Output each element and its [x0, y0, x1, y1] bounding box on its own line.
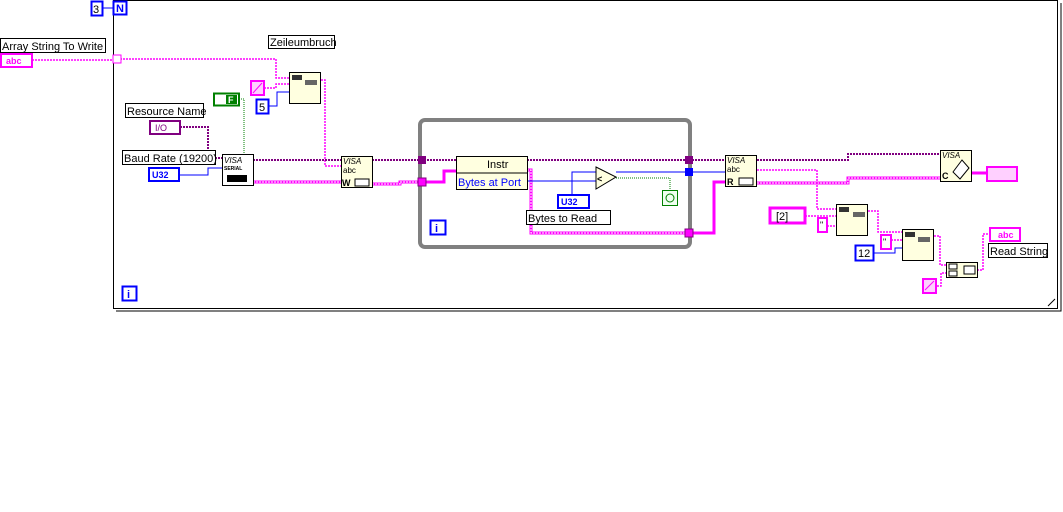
tunnels [112, 54, 694, 238]
svg-text:abc: abc [343, 166, 356, 175]
svg-text:abc: abc [6, 56, 22, 66]
svg-text:Read String: Read String [990, 246, 1048, 258]
label-read-string: Read String [988, 243, 1048, 258]
newline-constant-2[interactable] [922, 278, 937, 294]
svg-text:Baud Rate (19200): Baud Rate (19200) [124, 153, 217, 165]
svg-text:i: i [435, 223, 438, 235]
svg-text:U32: U32 [152, 170, 169, 180]
for-iteration-terminal: i [121, 285, 138, 302]
count-terminal: N [112, 0, 128, 16]
error-out-indicator [986, 166, 1018, 182]
insert-into-array-node[interactable] [289, 72, 321, 104]
svg-text:": " [820, 220, 823, 230]
svg-text:Bytes at Port: Bytes at Port [458, 177, 521, 189]
resource-name-control[interactable]: I/O [149, 120, 181, 135]
svg-text:[2]: [2] [776, 211, 788, 223]
label-bytes-to-read: Bytes to Read [526, 210, 611, 225]
svg-text:U32: U32 [561, 197, 578, 207]
svg-text:VISA: VISA [942, 151, 960, 160]
svg-text:Array String To Write: Array String To Write [2, 41, 103, 53]
svg-text:Bytes to Read: Bytes to Read [528, 213, 597, 225]
svg-text:<: < [597, 174, 602, 184]
svg-text:R: R [727, 177, 734, 187]
svg-text:VISA: VISA [343, 157, 361, 166]
replace-array-subset-node[interactable] [836, 204, 868, 236]
while-iteration-terminal: i [429, 219, 447, 236]
label-resource-name: Resource Name [125, 103, 206, 118]
loop-count-constant[interactable]: 3 [90, 0, 104, 17]
read-string-indicator: abc [989, 227, 1021, 242]
property-node[interactable]: Instr Bytes at Port [456, 156, 528, 190]
wires [32, 58, 989, 287]
array-string-control[interactable]: abc [0, 53, 33, 68]
insert-into-array-node-2[interactable] [902, 229, 934, 261]
concatenate-strings-node[interactable] [946, 262, 978, 278]
label-zeilenumbruch: Zeileumbruch [268, 35, 337, 49]
newline-constant[interactable] [250, 80, 265, 96]
svg-text:I/O: I/O [155, 123, 167, 133]
bool-constant[interactable]: F [213, 92, 240, 107]
svg-text:3: 3 [93, 4, 99, 16]
twelve-constant[interactable]: 12 [854, 244, 875, 262]
svg-text:abc: abc [998, 230, 1014, 240]
visa-configure-serial-node[interactable]: VISA SERIAL [222, 154, 254, 186]
svg-text:C: C [942, 171, 949, 181]
visa-read-node[interactable]: VISA abc R [725, 155, 757, 188]
svg-text:VISA: VISA [224, 156, 242, 165]
for-loop[interactable] [113, 0, 1062, 312]
baud-rate-control[interactable]: U32 [148, 167, 180, 182]
svg-text:W: W [342, 178, 351, 188]
svg-text:Instr: Instr [487, 159, 509, 171]
svg-text:N: N [116, 3, 124, 15]
five-constant[interactable]: 5 [255, 98, 270, 115]
empty-string-constant-1[interactable]: " [817, 217, 828, 233]
svg-text:Zeileumbruch: Zeileumbruch [270, 37, 337, 49]
svg-text:VISA: VISA [727, 156, 745, 165]
svg-text:": " [883, 237, 886, 247]
bytes-to-read-indicator: U32 [557, 194, 590, 209]
visa-close-node[interactable]: VISA C [940, 150, 972, 182]
svg-text:i: i [127, 289, 130, 301]
svg-text:abc: abc [727, 165, 740, 174]
label-baud-rate: Baud Rate (19200) [122, 150, 217, 165]
less-than-node[interactable]: < [595, 166, 618, 190]
svg-text:F: F [228, 95, 234, 105]
svg-text:Resource Name: Resource Name [127, 106, 206, 118]
array-index-constant[interactable]: [2] [768, 206, 807, 225]
svg-text:SERIAL: SERIAL [224, 166, 242, 172]
empty-string-constant-2[interactable]: " [880, 234, 892, 250]
loop-condition-icon[interactable] [662, 190, 678, 206]
visa-write-node[interactable]: VISA abc W [341, 156, 373, 189]
label-array-string-to-write: Array String To Write [0, 38, 106, 53]
svg-text:5: 5 [259, 102, 265, 114]
svg-text:12: 12 [858, 248, 870, 260]
